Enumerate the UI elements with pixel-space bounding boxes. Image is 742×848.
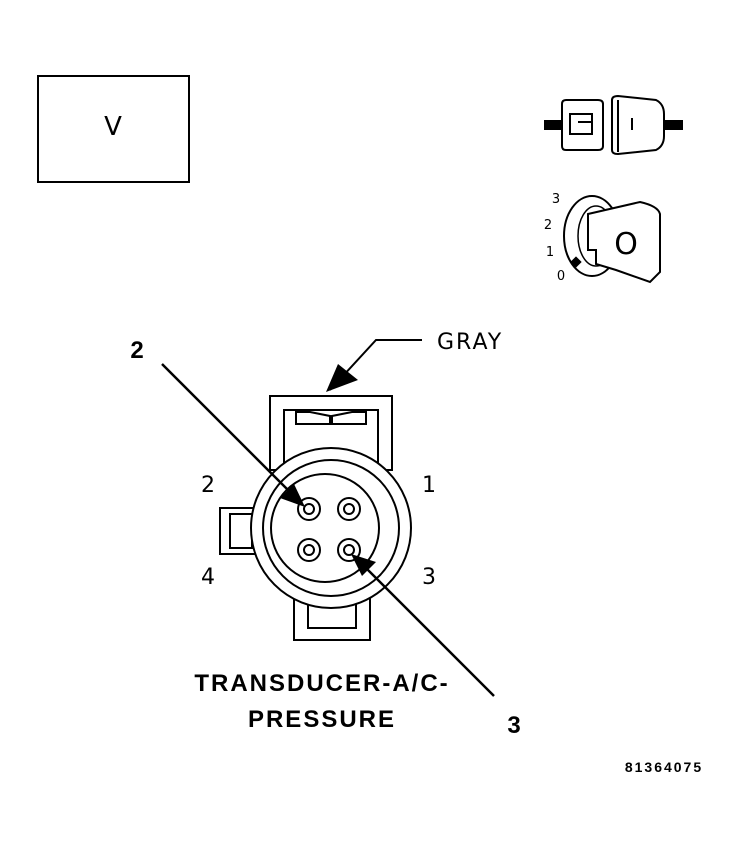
connector-plug-icon xyxy=(544,94,683,156)
pin-3-core xyxy=(343,544,355,556)
pin-4-core xyxy=(303,544,315,556)
mode-box: V xyxy=(37,75,190,183)
pin-label-top-right: 1 xyxy=(422,473,436,498)
ignition-switch-icon: 3 2 1 0 O xyxy=(544,192,661,284)
pin-cavities xyxy=(297,497,361,562)
pin-label-bottom-right: 3 xyxy=(422,565,436,590)
callout-3-leader: 3 xyxy=(351,554,521,739)
position-3: 3 xyxy=(552,192,560,207)
pin-2-core xyxy=(303,503,315,515)
wire-color-leader: GRAY xyxy=(326,330,503,392)
wire-color-label: GRAY xyxy=(437,330,503,355)
position-1: 1 xyxy=(546,245,554,260)
title-line-2: PRESSURE xyxy=(248,706,396,733)
callout-2-label: 2 xyxy=(130,337,143,364)
pin-1-core xyxy=(343,503,355,515)
figure-id: 81364075 xyxy=(625,759,703,775)
position-2: 2 xyxy=(544,218,552,233)
pin-label-top-left: 2 xyxy=(201,473,215,498)
position-0: 0 xyxy=(557,269,565,284)
key-label: O xyxy=(614,227,638,262)
pin-label-bottom-left: 4 xyxy=(201,565,215,590)
title-line-1: TRANSDUCER-A/C- xyxy=(194,670,449,697)
callout-2-leader: 2 xyxy=(130,337,305,507)
mode-box-label: V xyxy=(104,112,122,142)
callout-3-label: 3 xyxy=(507,712,520,739)
